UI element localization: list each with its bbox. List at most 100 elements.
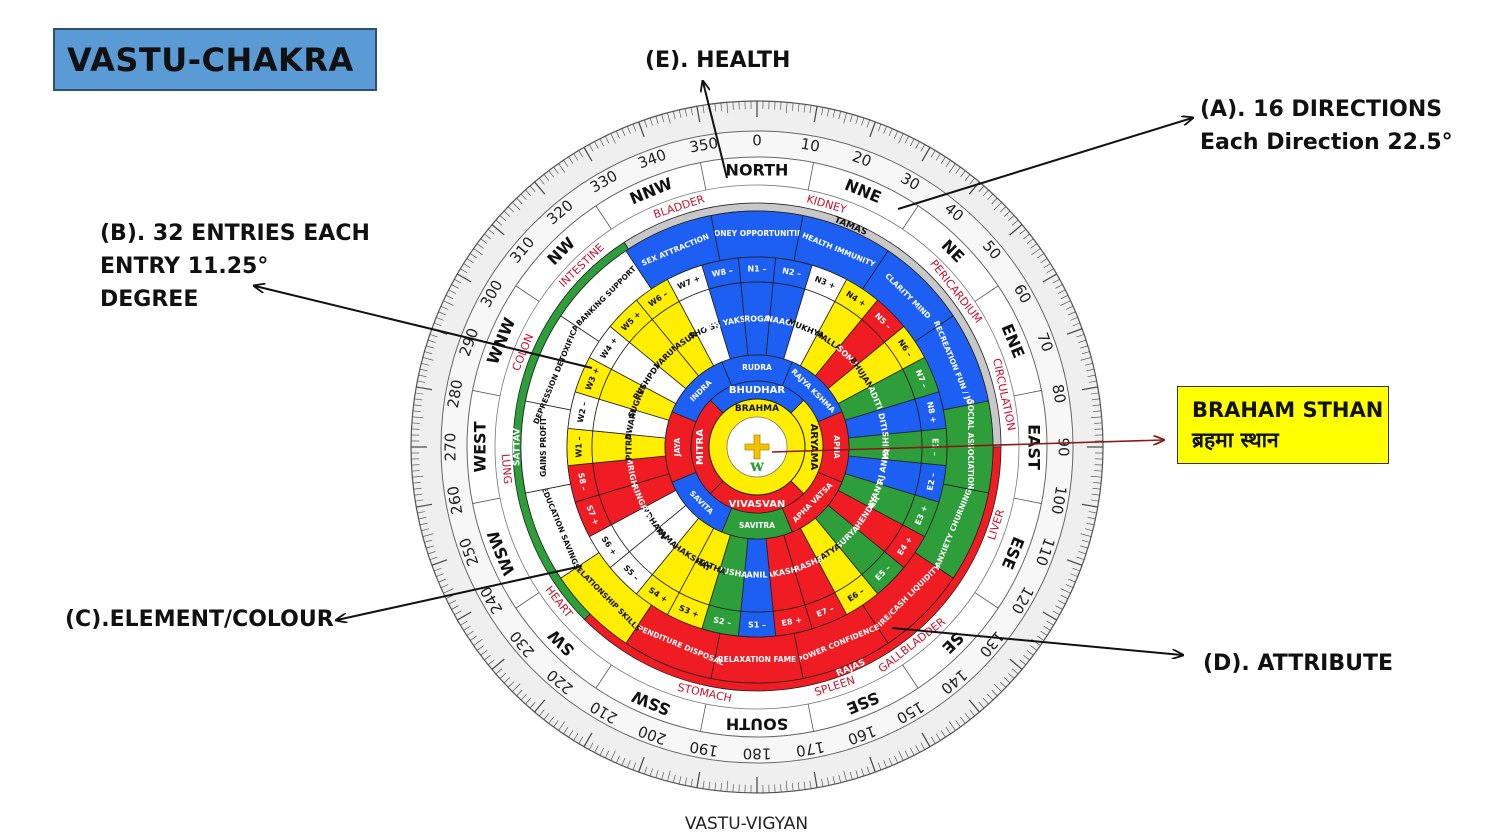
degree-tick [955, 720, 961, 728]
degree-tick [460, 620, 468, 626]
degree-tick [443, 588, 454, 594]
degree-tick [644, 766, 648, 775]
degree-tick [1078, 551, 1087, 555]
degree-tick [1065, 584, 1074, 589]
degree-tick [915, 745, 920, 753]
degree-tick [1058, 289, 1066, 294]
degree-tick [424, 539, 433, 543]
degree-tick [466, 258, 474, 264]
direction-label: WEST [471, 421, 490, 472]
degree-tick [661, 771, 665, 780]
degree-tick [605, 750, 610, 759]
degree-tick [1081, 351, 1090, 355]
degree-tick [476, 645, 484, 651]
degree-tick [797, 782, 800, 791]
degree-tick [649, 768, 653, 777]
degree-tick [644, 119, 648, 128]
degree-tick [964, 713, 971, 720]
degree-tick [627, 760, 631, 768]
degree-tick [920, 742, 926, 750]
degree-tick [1076, 334, 1085, 338]
degree-tick [534, 699, 546, 713]
degree-tick [964, 174, 971, 181]
degree-tick [1060, 588, 1071, 594]
degree-tick [632, 762, 637, 771]
degree-tick [855, 116, 859, 124]
degree-tick [457, 611, 472, 621]
degree-label: 270 [442, 433, 460, 462]
degree-tick [417, 380, 426, 383]
callout-entries-line1: (B). 32 ENTRIES EACH [100, 221, 370, 246]
degree-tick [534, 181, 546, 195]
degree-tick [813, 106, 818, 123]
degree-tick [419, 522, 428, 526]
degree-tick [411, 470, 420, 472]
degree-tick [883, 126, 887, 134]
degree-tick [1019, 659, 1027, 665]
degree-tick [621, 758, 626, 766]
degree-tick [427, 339, 436, 343]
attribute-label: RELAXATION FAME [718, 655, 796, 664]
degree-tick [888, 758, 893, 766]
degree-label: 190 [688, 737, 719, 760]
title-box: VASTU-CHAKRA [53, 28, 377, 91]
degree-tick [1058, 600, 1066, 605]
degree-tick [849, 114, 853, 123]
degree-tick [714, 103, 717, 112]
degree-tick [503, 677, 511, 684]
devta-label: ARYAMA [808, 424, 819, 471]
degree-tick [993, 202, 1002, 211]
degree-tick [445, 295, 454, 300]
degree-tick [583, 732, 593, 747]
degree-tick [412, 416, 424, 419]
degree-tick [558, 721, 566, 731]
degree-tick [1023, 654, 1030, 661]
degree-tick [1094, 470, 1103, 472]
braham-sthan-box: BRAHAM STHAN ब्रहमा स्थान [1177, 386, 1389, 464]
degree-tick [469, 253, 477, 259]
inner-devta-label: SAVITRA [739, 521, 775, 530]
degree-tick [1070, 317, 1078, 321]
direction-label: SOUTH [726, 715, 788, 734]
degree-tick [1080, 545, 1088, 549]
degree-tick [573, 733, 579, 741]
degree-tick [512, 683, 521, 692]
degree-tick [684, 777, 688, 786]
degree-tick [1066, 328, 1083, 335]
degree-tick [413, 404, 422, 407]
degree-tick [792, 102, 794, 111]
degree-tick [451, 284, 459, 289]
degree-tick [920, 144, 926, 152]
degree-tick [1087, 374, 1096, 378]
degree-tick [599, 748, 604, 756]
degree-tick [433, 567, 442, 572]
arrow-attribute [891, 627, 1182, 655]
degree-tick [684, 108, 688, 117]
entry-name-label: ANIL [747, 571, 768, 580]
degree-tick [877, 762, 882, 771]
degree-tick [484, 654, 491, 661]
degree-tick [578, 150, 584, 158]
degree-tick [673, 774, 676, 783]
degree-tick [720, 783, 722, 792]
degree-tick [1088, 511, 1097, 514]
callout-directions-line2: Each Direction 22.5° [1200, 130, 1453, 155]
degree-tick [1088, 380, 1097, 383]
degree-tick [1007, 672, 1015, 679]
degree-tick [495, 219, 503, 226]
degree-tick [1087, 516, 1096, 520]
degree-tick [993, 683, 1002, 692]
degree-tick [861, 117, 865, 126]
callout-entries-line3: DEGREE [100, 287, 199, 312]
zone-label-sattav: SATTAV [513, 428, 523, 466]
degree-tick [414, 398, 423, 401]
degree-tick [813, 771, 818, 788]
degree-tick [667, 112, 671, 124]
degree-tick [1042, 273, 1057, 283]
direction-divider [700, 703, 707, 732]
degree-tick [696, 771, 701, 788]
degree-tick [809, 780, 812, 789]
degree-tick [732, 784, 734, 793]
degree-tick [638, 121, 645, 138]
direction-label: NORTH [726, 161, 789, 180]
